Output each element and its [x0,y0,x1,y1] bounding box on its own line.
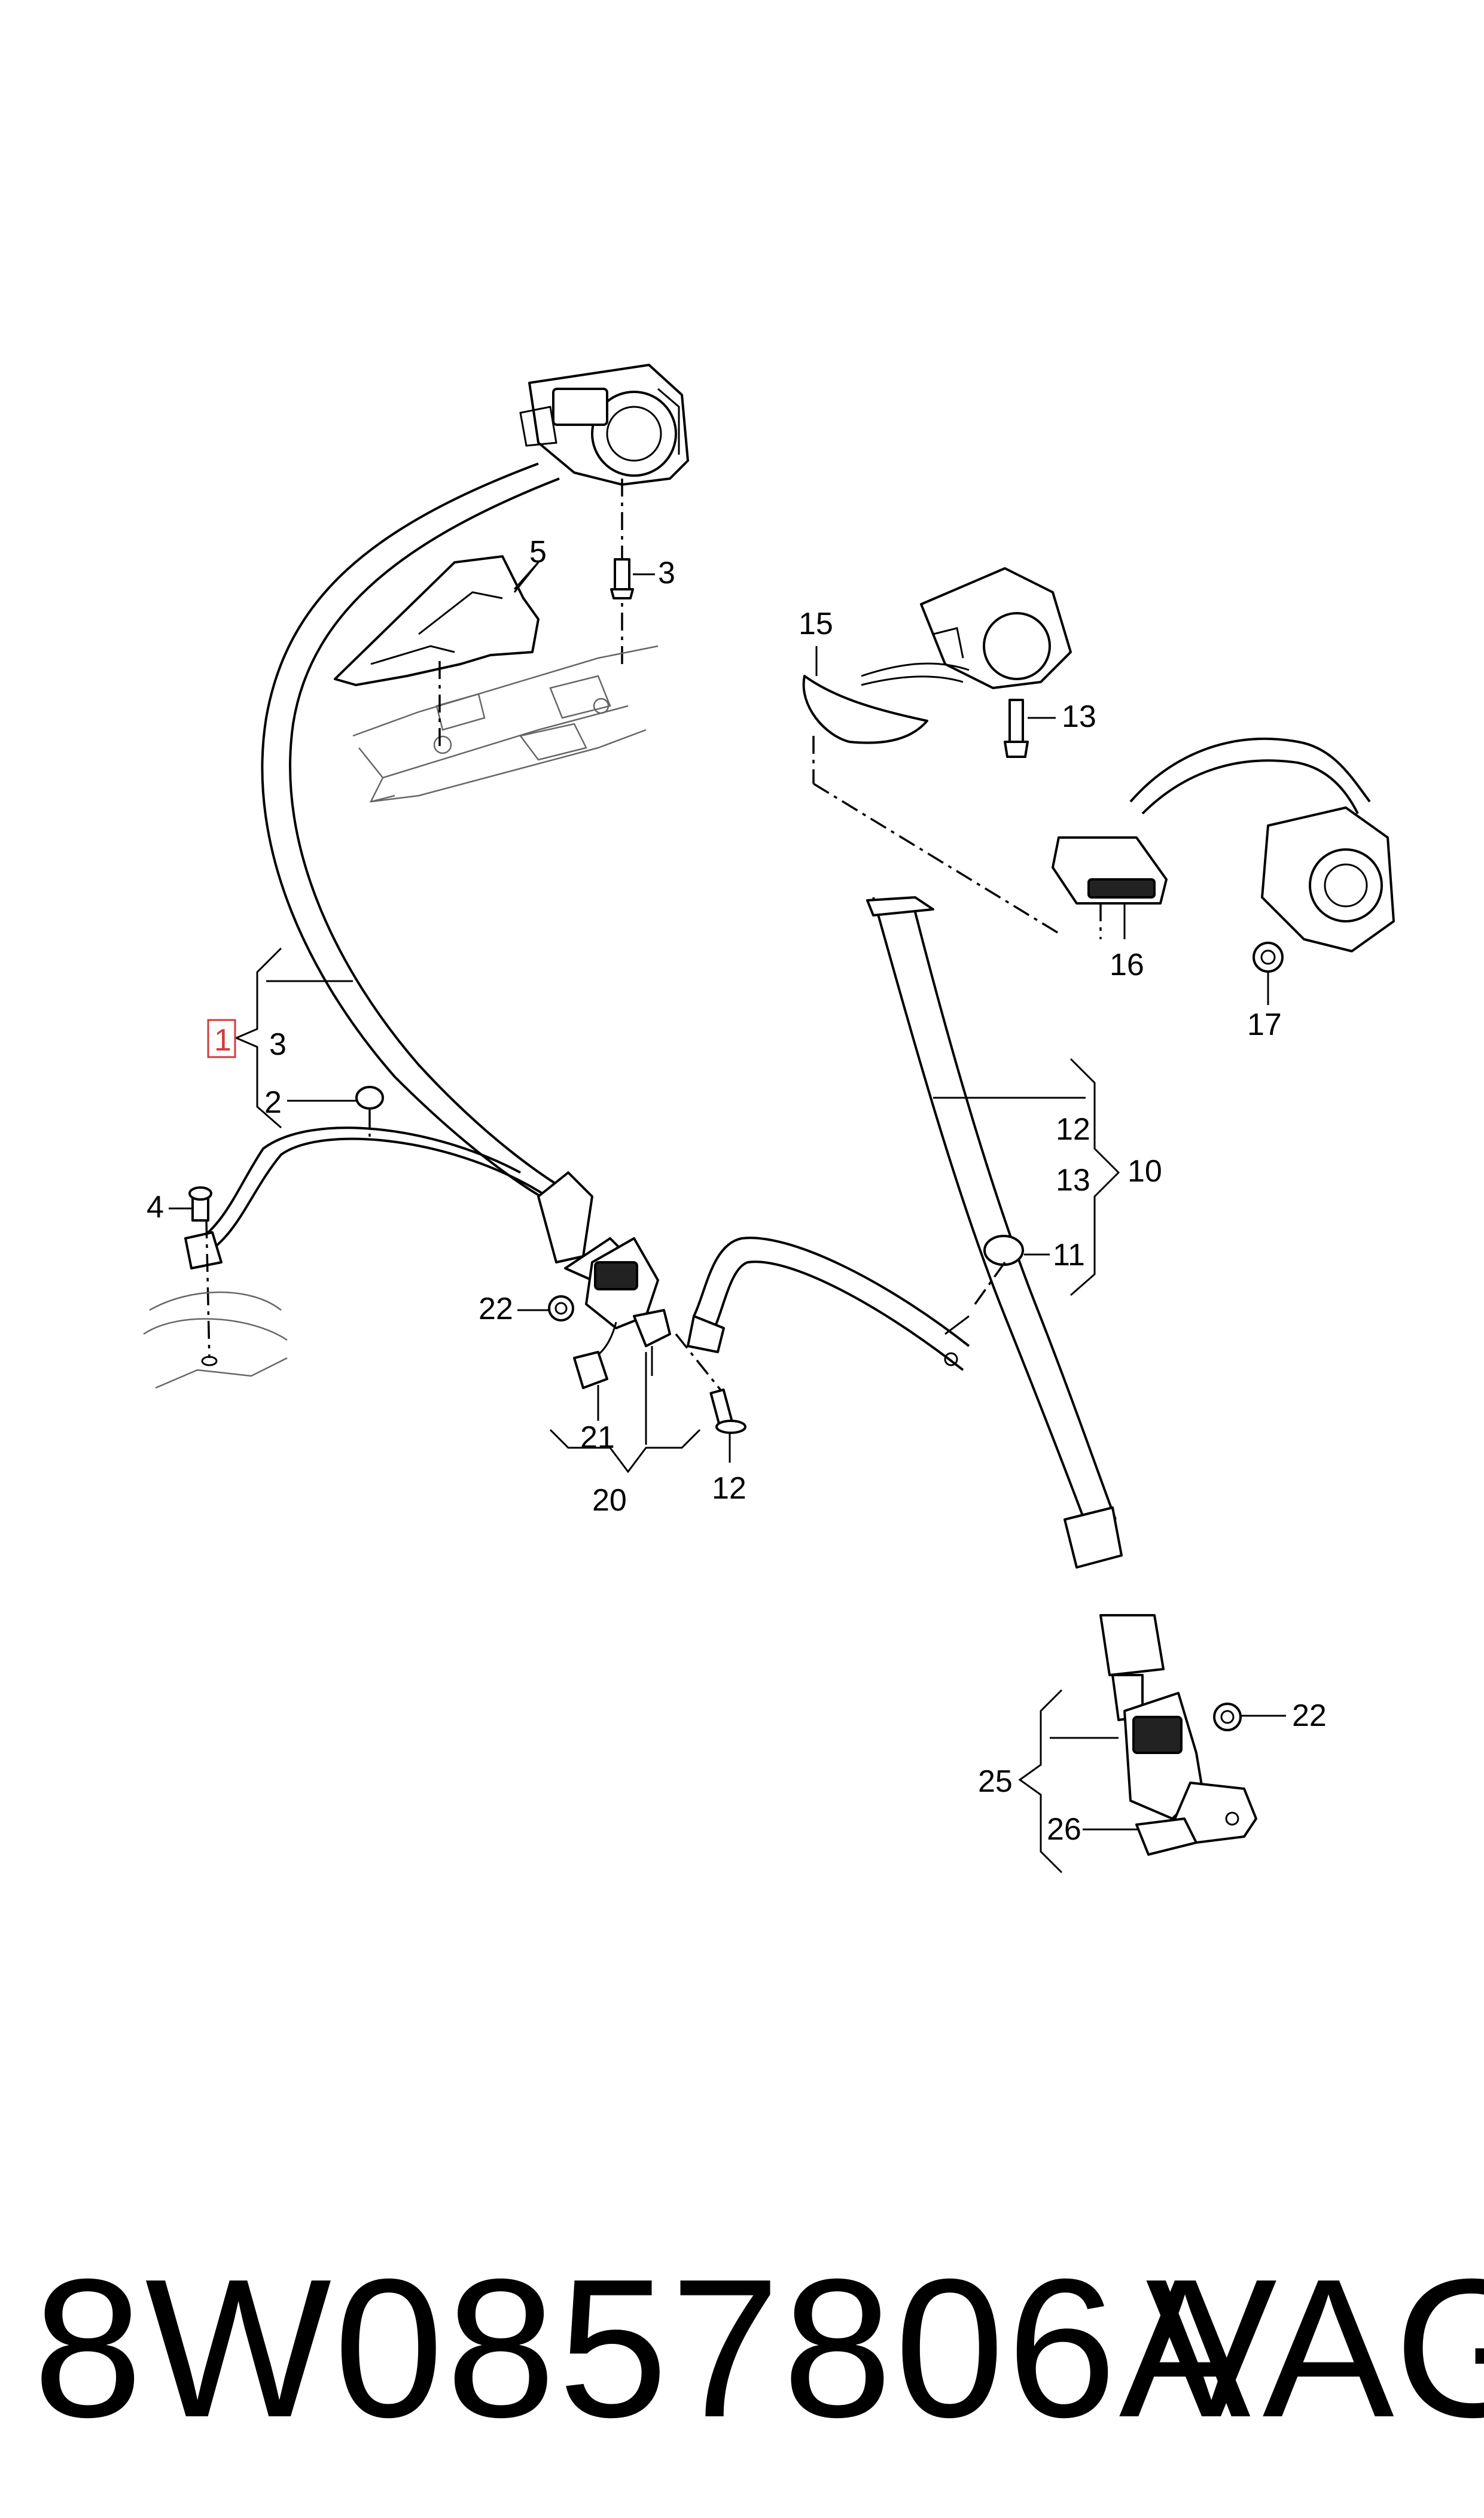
right-belt-webbing [687,896,1123,1569]
label-4[interactable]: 4 [147,1190,164,1225]
nut-right [1213,1703,1286,1731]
right-buckle [1099,1614,1257,1856]
label-16[interactable]: 16 [1110,948,1144,982]
label-17[interactable]: 17 [1247,1007,1282,1042]
label-21[interactable]: 21 [580,1420,615,1455]
label-3-bolt[interactable]: 3 [658,556,675,590]
selected-label-frame [207,1019,236,1058]
label-15[interactable]: 15 [799,607,833,641]
trim-cover [334,555,540,686]
label-3-group[interactable]: 3 [269,1027,287,1062]
label-12-group[interactable]: 12 [1056,1112,1090,1147]
label-2[interactable]: 2 [264,1085,282,1120]
label-10[interactable]: 10 [1128,1154,1162,1189]
label-22-right[interactable]: 22 [1292,1698,1327,1733]
clip-11 [974,1235,1050,1305]
bolt-13 [1004,699,1056,758]
right-retractor-lower [1052,737,1395,952]
cover-15 [802,675,1059,934]
label-26[interactable]: 26 [1047,1812,1081,1847]
nut-left [517,1295,574,1322]
left-belt-webbing [196,462,623,1281]
callouts: 1 3 2 4 5 3 15 13 16 17 12 13 10 11 22 2… [147,535,1327,1847]
label-11[interactable]: 11 [1053,1238,1085,1272]
floor-bolt [675,1333,746,1434]
nut-17 [1253,942,1284,973]
label-13-bolt[interactable]: 13 [1062,699,1096,734]
floor-anchor [143,1186,288,1389]
label-20[interactable]: 20 [592,1483,627,1518]
label-25[interactable]: 25 [978,1764,1013,1799]
part-number: 8W0857806A [33,2237,1253,2458]
label-5[interactable]: 5 [529,535,547,570]
label-13-group[interactable]: 13 [1056,1163,1090,1198]
label-1[interactable]: 1 [214,1023,231,1058]
label-22-left[interactable]: 22 [479,1292,513,1326]
brand-name: VAG [1145,2237,1484,2458]
left-retractor [519,364,689,486]
chassis-upper [352,645,659,803]
right-retractor-upper [861,567,1072,689]
label-12-bolt[interactable]: 12 [712,1471,746,1506]
center-buckle [573,1237,671,1389]
cap-plug [287,1086,384,1137]
leader-lines [169,562,1269,1874]
